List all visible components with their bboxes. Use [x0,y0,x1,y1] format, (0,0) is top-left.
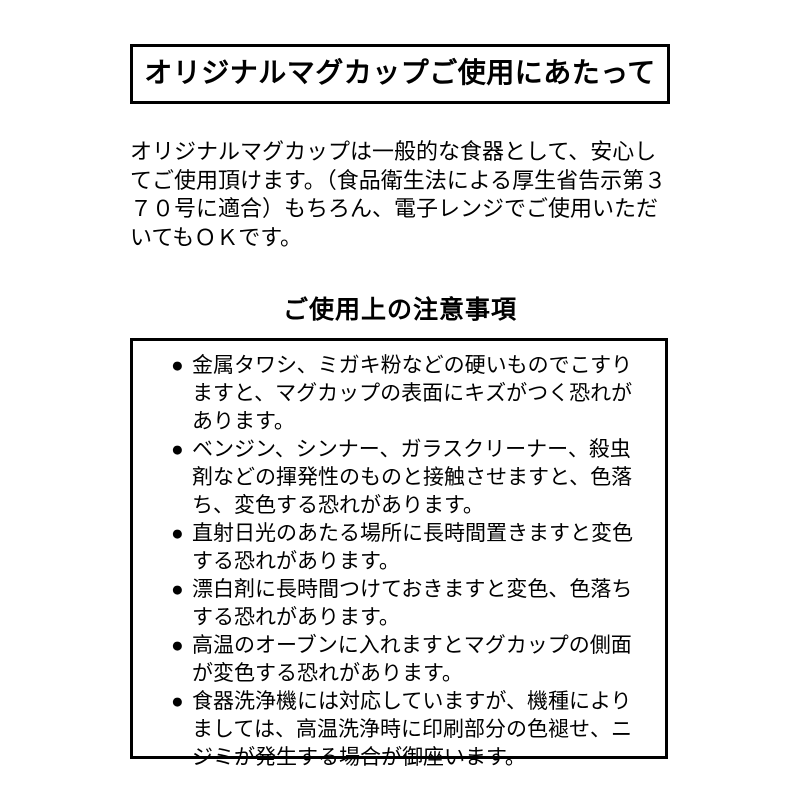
notice-item: ● 金属タワシ、ミガキ粉などの硬いものでこすりますと、マグカップの表面にキズがつ… [171,352,641,436]
notice-text: 漂白剤に長時間つけておきますと変色、色落ちする恐れがあります。 [192,578,633,629]
bullet-icon: ● [171,354,184,377]
section-heading: ご使用上の注意事項 [282,296,517,324]
notice-text: ベンジン、シンナー、ガラスクリーナー、殺虫剤などの揮発性のものと接触させますと、… [192,438,633,517]
notice-text: 直射日光のあたる場所に長時間置きますと変色する恐れがあります。 [192,522,633,573]
bullet-icon: ● [171,634,184,657]
notice-box: ● 金属タワシ、ミガキ粉などの硬いものでこすりますと、マグカップの表面にキズがつ… [130,338,668,769]
notice-text: 食器洗浄機には対応していますが、機種によりましては、高温洗浄時に印刷部分の色褪せ… [192,690,632,769]
notice-text: 高温のオーブンに入れますとマグカップの側面が変色する恐れがあります。 [192,634,632,685]
notice-item: ● 食器洗浄機には対応していますが、機種によりましては、高温洗浄時に印刷部分の色… [171,688,641,772]
notice-item: ● 直射日光のあたる場所に長時間置きますと変色する恐れがあります。 [171,520,641,576]
bullet-icon: ● [171,690,184,713]
notice-list: ● 金属タワシ、ミガキ粉などの硬いものでこすりますと、マグカップの表面にキズがつ… [171,352,641,772]
title-box: オリジナルマグカップご使用にあたって [130,44,670,104]
notice-item: ● 漂白剤に長時間つけておきますと変色、色落ちする恐れがあります。 [171,576,641,632]
page-title: オリジナルマグカップご使用にあたって [144,57,656,88]
notice-text: 金属タワシ、ミガキ粉などの硬いものでこすりますと、マグカップの表面にキズがつく恐… [192,354,633,433]
notice-item: ● 高温のオーブンに入れますとマグカップの側面が変色する恐れがあります。 [171,632,641,688]
bullet-icon: ● [171,438,184,461]
intro-paragraph: オリジナルマグカップは一般的な食器として、安心してご使用頂けます。（食品衛生法に… [130,139,667,250]
bullet-icon: ● [171,522,184,545]
notice-item: ● ベンジン、シンナー、ガラスクリーナー、殺虫剤などの揮発性のものと接触させます… [171,436,641,520]
bullet-icon: ● [171,578,184,601]
